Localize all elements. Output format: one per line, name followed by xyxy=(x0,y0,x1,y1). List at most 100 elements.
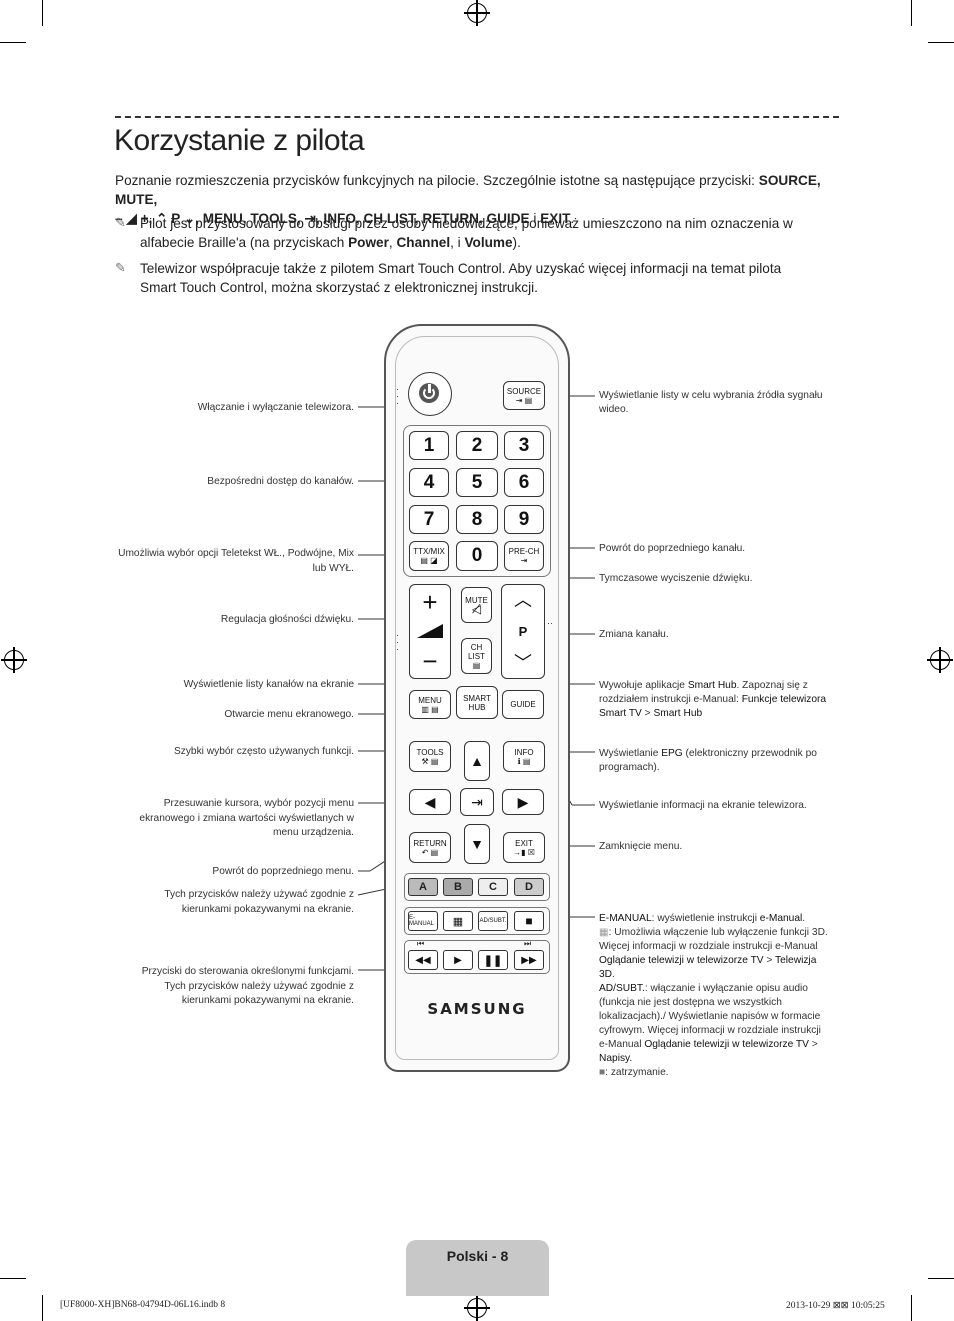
label-text: Wywołuje aplikacje xyxy=(599,680,688,691)
enter-button[interactable]: ⇥ xyxy=(460,788,494,816)
arrow-left-button[interactable]: ◀ xyxy=(409,789,451,815)
note-smart-touch: Telewizor współpracuje także z pilotem S… xyxy=(140,261,782,295)
color-d-button[interactable]: D xyxy=(514,878,544,896)
note-text: , i xyxy=(450,235,465,250)
channel-rocker[interactable]: ︿ P ﹀ xyxy=(501,584,545,679)
label-bold: Telewizja 3D xyxy=(599,955,817,980)
number-4-button[interactable]: 4 xyxy=(409,468,449,497)
label-playback: Przyciski do sterowania określonymi funk… xyxy=(141,966,354,1006)
intro-keys: – ◢ +, ⌃ P ⌄, MENU, TOOLS, ⇥, INFO, CH L… xyxy=(115,211,530,226)
ch-list-button[interactable]: CH LIST▤ xyxy=(461,638,492,674)
e-manual-button[interactable]: E-MANUAL xyxy=(408,911,438,931)
note-icon: ✎ xyxy=(115,260,126,275)
arrow-up-button[interactable]: ▲ xyxy=(464,741,490,781)
arrow-down-button[interactable]: ▼ xyxy=(464,824,490,864)
rewind-button[interactable]: ◀◀ xyxy=(408,950,438,970)
number-7-button[interactable]: 7 xyxy=(409,505,449,534)
number-5-button[interactable]: 5 xyxy=(456,468,498,497)
number-8-button[interactable]: 8 xyxy=(456,505,498,534)
ad-subt-button[interactable]: AD/SUBT. xyxy=(478,911,508,931)
crop-mark xyxy=(911,1295,912,1321)
fast-forward-button[interactable]: ▶▶ xyxy=(514,950,544,970)
rewind-icon: ◀◀ xyxy=(415,954,431,966)
arrow-right-icon: ▶ xyxy=(517,793,529,810)
number-3-button[interactable]: 3 xyxy=(504,431,544,460)
label-bold: Oglądanie telewizji w telewizorze TV xyxy=(644,1039,809,1050)
3d-button[interactable]: ▦ xyxy=(443,911,473,931)
tools-icon: ⚒ ▤ xyxy=(421,756,439,766)
footer-file: [UF8000-XH]BN68-04794D-06L16.indb 8 xyxy=(60,1300,226,1310)
number-0-button[interactable]: 0 xyxy=(456,541,498,571)
menu-icon: ▥ ▤ xyxy=(421,704,439,714)
number-6-button[interactable]: 6 xyxy=(504,468,544,497)
label-bold: Smart Hub xyxy=(653,708,703,719)
ttx-mix-button[interactable]: TTX/MIX▤ ◪ xyxy=(409,541,449,571)
number-9-button[interactable]: 9 xyxy=(504,505,544,534)
note-text: , xyxy=(388,235,397,250)
channel-p-label: P xyxy=(518,623,528,639)
channel-down-icon: ﹀ xyxy=(514,652,532,673)
play-button[interactable]: ▶ xyxy=(443,950,473,970)
page-number: Polski - 8 xyxy=(446,1248,509,1264)
color-b-button[interactable]: B xyxy=(443,878,473,896)
ttx-icon: ▤ ◪ xyxy=(420,556,438,565)
label-smarthub: Wywołuje aplikacje Smart Hub. Zapoznaj s… xyxy=(599,679,839,721)
3d-icon: ▦ xyxy=(599,927,609,938)
label-mute: Tymczasowe wyciszenie dźwięku. xyxy=(599,573,753,584)
registration-mark-icon xyxy=(927,647,953,673)
source-label: SOURCE xyxy=(506,386,542,396)
section-divider xyxy=(115,116,839,118)
pause-icon: ❚❚ xyxy=(483,954,503,967)
page-number-tab: Polski - 8 xyxy=(406,1240,549,1296)
pause-button[interactable]: ❚❚ xyxy=(478,950,508,970)
color-c-button[interactable]: C xyxy=(478,878,508,896)
intro-text: Poznanie rozmieszczenia przycisków funkc… xyxy=(115,173,759,188)
volume-rocker[interactable]: + − xyxy=(409,584,451,679)
label-text: > xyxy=(808,1039,818,1050)
pre-ch-button[interactable]: PRE-CH⇥ xyxy=(504,541,544,571)
power-button[interactable] xyxy=(408,372,452,416)
footer-date: 2013-10-29 ⊠⊠ 10:05:25 xyxy=(786,1301,885,1311)
source-button[interactable]: SOURCE⇥ ▤ xyxy=(503,381,545,410)
crop-mark xyxy=(42,0,43,26)
braille-dots: ·· xyxy=(547,618,553,628)
volume-down-icon: − xyxy=(422,646,438,677)
label-power: Włączanie i wyłączanie telewizora. xyxy=(197,402,354,413)
smart-hub-button[interactable]: SMART HUB xyxy=(456,686,498,719)
label-text: . xyxy=(802,913,806,924)
label-bold: E-MANUAL xyxy=(599,913,652,924)
braille-dots: ··· xyxy=(396,384,399,408)
label-tools: Szybki wybór często używanych funkcji. xyxy=(173,746,354,757)
color-a-button[interactable]: A xyxy=(408,878,438,896)
stop-icon: ■ xyxy=(525,914,533,928)
label-return: Powrót do poprzedniego menu. xyxy=(212,866,354,877)
number-2-button[interactable]: 2 xyxy=(456,431,498,460)
return-button[interactable]: RETURN↶ ▤ xyxy=(409,832,451,863)
label-menu: Otwarcie menu ekranowego. xyxy=(224,709,354,720)
chlist-label: CH LIST xyxy=(468,642,485,661)
fast-forward-icon: ▶▶ xyxy=(521,954,537,966)
enter-icon: ⇥ xyxy=(471,793,483,810)
label-bold: AD/SUBT. xyxy=(599,983,645,994)
exit-label: EXIT xyxy=(515,838,533,848)
guide-button[interactable]: GUIDE xyxy=(502,690,544,719)
menu-label: MENU xyxy=(418,695,442,705)
label-source: Wyświetlanie listy w celu wybrania źródł… xyxy=(599,390,823,415)
crop-mark xyxy=(0,42,26,43)
exit-button[interactable]: EXIT→▮ ☒ xyxy=(503,832,545,863)
tools-label: TOOLS xyxy=(416,747,444,757)
crop-mark xyxy=(928,1278,954,1279)
power-icon xyxy=(423,387,435,399)
tools-button[interactable]: TOOLS⚒ ▤ xyxy=(409,741,451,772)
arrow-right-button[interactable]: ▶ xyxy=(502,789,544,815)
menu-button[interactable]: MENU▥ ▤ xyxy=(409,690,451,719)
arrow-up-icon: ▲ xyxy=(470,753,484,769)
label-ttx: Umożliwia wybór opcji Teletekst WŁ., Pod… xyxy=(118,548,354,574)
chlist-icon: ▤ xyxy=(472,660,481,670)
number-1-button[interactable]: 1 xyxy=(409,431,449,460)
stop-button[interactable]: ■ xyxy=(514,911,544,931)
mute-button[interactable]: MUTE◁̸ xyxy=(461,587,492,623)
crop-mark xyxy=(0,1278,26,1279)
function-row-frame xyxy=(404,907,550,935)
